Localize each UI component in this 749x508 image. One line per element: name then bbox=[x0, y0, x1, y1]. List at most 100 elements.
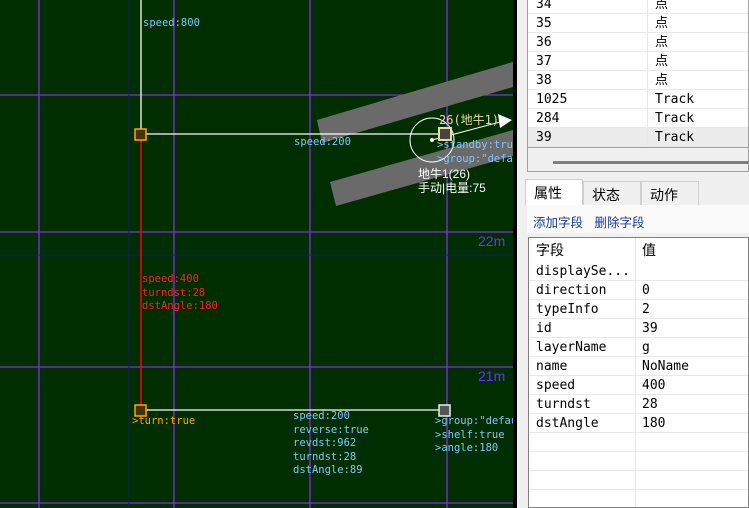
item-type: Track bbox=[655, 130, 695, 145]
item-type: 点 bbox=[655, 0, 669, 12]
list-item[interactable]: 1025 Track bbox=[528, 90, 748, 109]
property-key: layerName bbox=[529, 338, 636, 356]
item-type: 点 bbox=[655, 54, 669, 69]
vehicle-name: 地牛1(26) bbox=[418, 167, 471, 181]
property-value[interactable]: 28 bbox=[642, 397, 658, 412]
property-toolbar: 添加字段 删除字段 bbox=[527, 205, 749, 233]
property-key: direction bbox=[529, 281, 636, 299]
item-type: 点 bbox=[655, 35, 669, 50]
list-item[interactable]: 36 点 bbox=[528, 33, 748, 52]
item-id: 37 bbox=[528, 52, 648, 70]
track-band bbox=[330, 130, 513, 206]
list-item[interactable]: 34 点 bbox=[528, 0, 748, 14]
node bbox=[134, 404, 147, 417]
property-key: name bbox=[529, 357, 636, 375]
track-band bbox=[317, 62, 513, 143]
item-id: 35 bbox=[528, 14, 648, 32]
item-id: 284 bbox=[528, 109, 648, 127]
node bbox=[438, 404, 451, 417]
property-key: displaySe... bbox=[529, 262, 636, 280]
node-labels: >group:"defaul>shelf:true>angle:180 bbox=[435, 415, 513, 456]
delete-field-button[interactable]: 删除字段 bbox=[594, 216, 645, 230]
tab-properties[interactable]: 属性 bbox=[525, 179, 583, 205]
label-line: >shelf:true bbox=[435, 428, 505, 441]
property-key: dstAngle bbox=[529, 414, 636, 432]
label-line: revdst:962 bbox=[293, 437, 357, 449]
property-value[interactable]: g bbox=[642, 340, 650, 355]
list-item-selected[interactable]: 39 Track bbox=[528, 128, 748, 147]
horizontal-scrollbar[interactable] bbox=[527, 148, 749, 172]
item-type: Track bbox=[655, 111, 695, 126]
property-value[interactable]: 180 bbox=[642, 416, 666, 431]
empty-row bbox=[529, 490, 748, 507]
item-id: 38 bbox=[528, 71, 648, 89]
property-value[interactable]: 39 bbox=[642, 321, 658, 336]
add-field-button[interactable]: 添加字段 bbox=[533, 216, 584, 230]
list-item[interactable]: 37 点 bbox=[528, 52, 748, 71]
map-drawing bbox=[0, 0, 513, 508]
scrollbar-thumb[interactable] bbox=[553, 161, 749, 164]
property-row[interactable]: id 39 bbox=[529, 319, 748, 338]
property-row[interactable]: direction 0 bbox=[529, 281, 748, 300]
tab-bar: 属性 状态 动作 bbox=[525, 179, 699, 205]
property-value[interactable] bbox=[636, 262, 642, 280]
property-row[interactable]: turndst 28 bbox=[529, 395, 748, 414]
column-header-value[interactable]: 值 bbox=[642, 242, 656, 258]
property-value[interactable]: 0 bbox=[642, 283, 650, 298]
meter-label: 22m bbox=[478, 233, 506, 249]
item-id: 39 bbox=[528, 128, 648, 146]
property-key: speed bbox=[529, 376, 636, 394]
item-type: Track bbox=[655, 92, 695, 107]
meter-label: 21m bbox=[478, 368, 506, 384]
vehicle-battery: 手动|电量:75 bbox=[418, 181, 486, 195]
label-line: dstAngle:180 bbox=[142, 300, 218, 312]
label-line: dstAngle:89 bbox=[293, 464, 363, 476]
property-key: turndst bbox=[529, 395, 636, 413]
column-header-field[interactable]: 字段 bbox=[529, 238, 636, 262]
list-item[interactable]: 38 点 bbox=[528, 71, 748, 90]
property-row[interactable]: name NoName bbox=[529, 357, 748, 376]
empty-row bbox=[529, 452, 748, 471]
item-type: 点 bbox=[655, 16, 669, 31]
label-line: reverse:true bbox=[293, 423, 369, 436]
property-key: id bbox=[529, 319, 636, 337]
property-value[interactable]: 2 bbox=[642, 302, 650, 317]
item-type: 点 bbox=[655, 73, 669, 88]
edge-label: speed:200 bbox=[294, 136, 351, 148]
property-value[interactable]: 400 bbox=[642, 378, 666, 393]
label-line: >standby:true bbox=[437, 139, 513, 151]
tab-status[interactable]: 状态 bbox=[583, 181, 641, 205]
property-row[interactable]: dstAngle 180 bbox=[529, 414, 748, 433]
property-row[interactable]: speed 400 bbox=[529, 376, 748, 395]
node-label: >turn:true bbox=[132, 415, 196, 427]
label-line: turndst:28 bbox=[293, 450, 357, 463]
splitter[interactable] bbox=[513, 0, 517, 508]
vehicle-node bbox=[438, 127, 452, 141]
grid-header: 字段值 bbox=[529, 238, 748, 262]
list-item[interactable]: 284 Track bbox=[528, 109, 748, 128]
node-labels: >standby:true>group:"defaul bbox=[437, 139, 513, 166]
node bbox=[134, 128, 147, 141]
empty-row bbox=[529, 433, 748, 452]
vehicle-arrow-icon bbox=[498, 114, 512, 128]
label-line: >group:"defaul bbox=[437, 152, 513, 165]
list-item[interactable]: 35 点 bbox=[528, 14, 748, 33]
property-row[interactable]: displaySe... bbox=[529, 262, 748, 281]
label-line: turndst:28 bbox=[142, 286, 206, 299]
label-line: >group:"defaul bbox=[435, 415, 513, 427]
vehicle-circle bbox=[409, 117, 455, 163]
empty-row bbox=[529, 471, 748, 490]
item-id: 34 bbox=[528, 0, 648, 13]
label-line: >angle:180 bbox=[435, 442, 499, 454]
item-id: 1025 bbox=[528, 90, 648, 108]
property-value[interactable]: NoName bbox=[642, 359, 689, 374]
item-id: 36 bbox=[528, 33, 648, 51]
tab-actions[interactable]: 动作 bbox=[641, 181, 699, 205]
property-row[interactable]: layerName g bbox=[529, 338, 748, 357]
